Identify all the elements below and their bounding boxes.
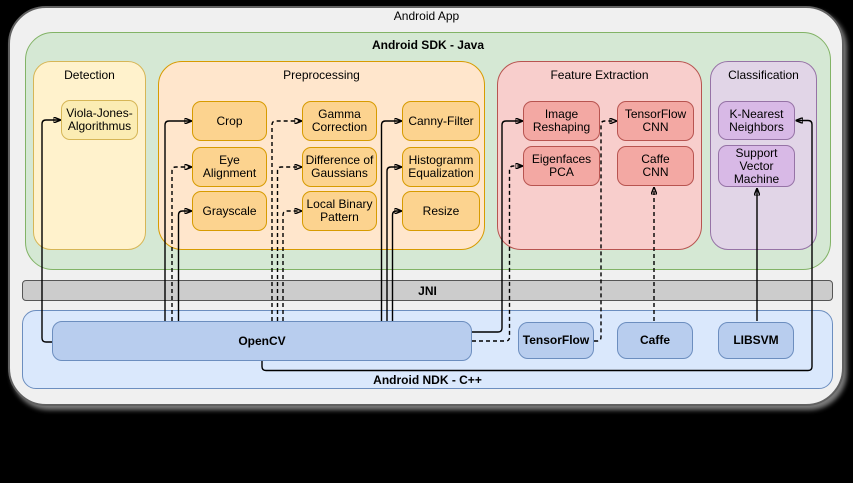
node-histogramm-equalization: Histogramm Equalization [402,147,480,187]
group-classification-title: Classification [728,68,799,82]
node-resize: Resize [402,191,480,231]
node-image-reshaping: Image Reshaping [523,101,600,141]
group-preprocessing-title: Preprocessing [283,68,360,82]
node-caffe-cnn: Caffe CNN [617,146,694,186]
node-tensorflow: TensorFlow [518,322,594,359]
node-libsvm: LIBSVM [718,322,794,359]
group-detection [33,61,146,250]
node-eigenfaces-pca: Eigenfaces PCA [523,146,600,186]
node-k-nearest-neighbors: K-Nearest Neighbors [718,101,795,140]
android-sdk-title: Android SDK - Java [371,38,485,52]
node-grayscale: Grayscale [192,191,267,231]
node-crop: Crop [192,101,267,141]
node-viola-jones-algorithmus: Viola-Jones- Algorithmus [61,100,138,140]
android-ndk-title: Android NDK - C++ [373,373,482,387]
node-canny-filter: Canny-Filter [402,101,480,141]
node-eye-alignment: Eye Alignment [192,147,267,187]
jni-label: JNI [418,284,437,298]
node-caffe: Caffe [617,322,693,359]
node-local-binary-pattern: Local Binary Pattern [302,191,377,231]
android-app-title: Android App [393,9,460,23]
node-support-vector-machine: Support Vector Machine [718,145,795,187]
node-opencv: OpenCV [52,321,472,361]
group-detection-title: Detection [64,68,115,82]
group-feature-extraction-title: Feature Extraction [550,68,649,82]
node-tensorflow-cnn: TensorFlow CNN [617,101,694,141]
node-difference-of-gaussians: Difference of Gaussians [302,147,377,187]
node-gamma-correction: Gamma Correction [302,101,377,141]
